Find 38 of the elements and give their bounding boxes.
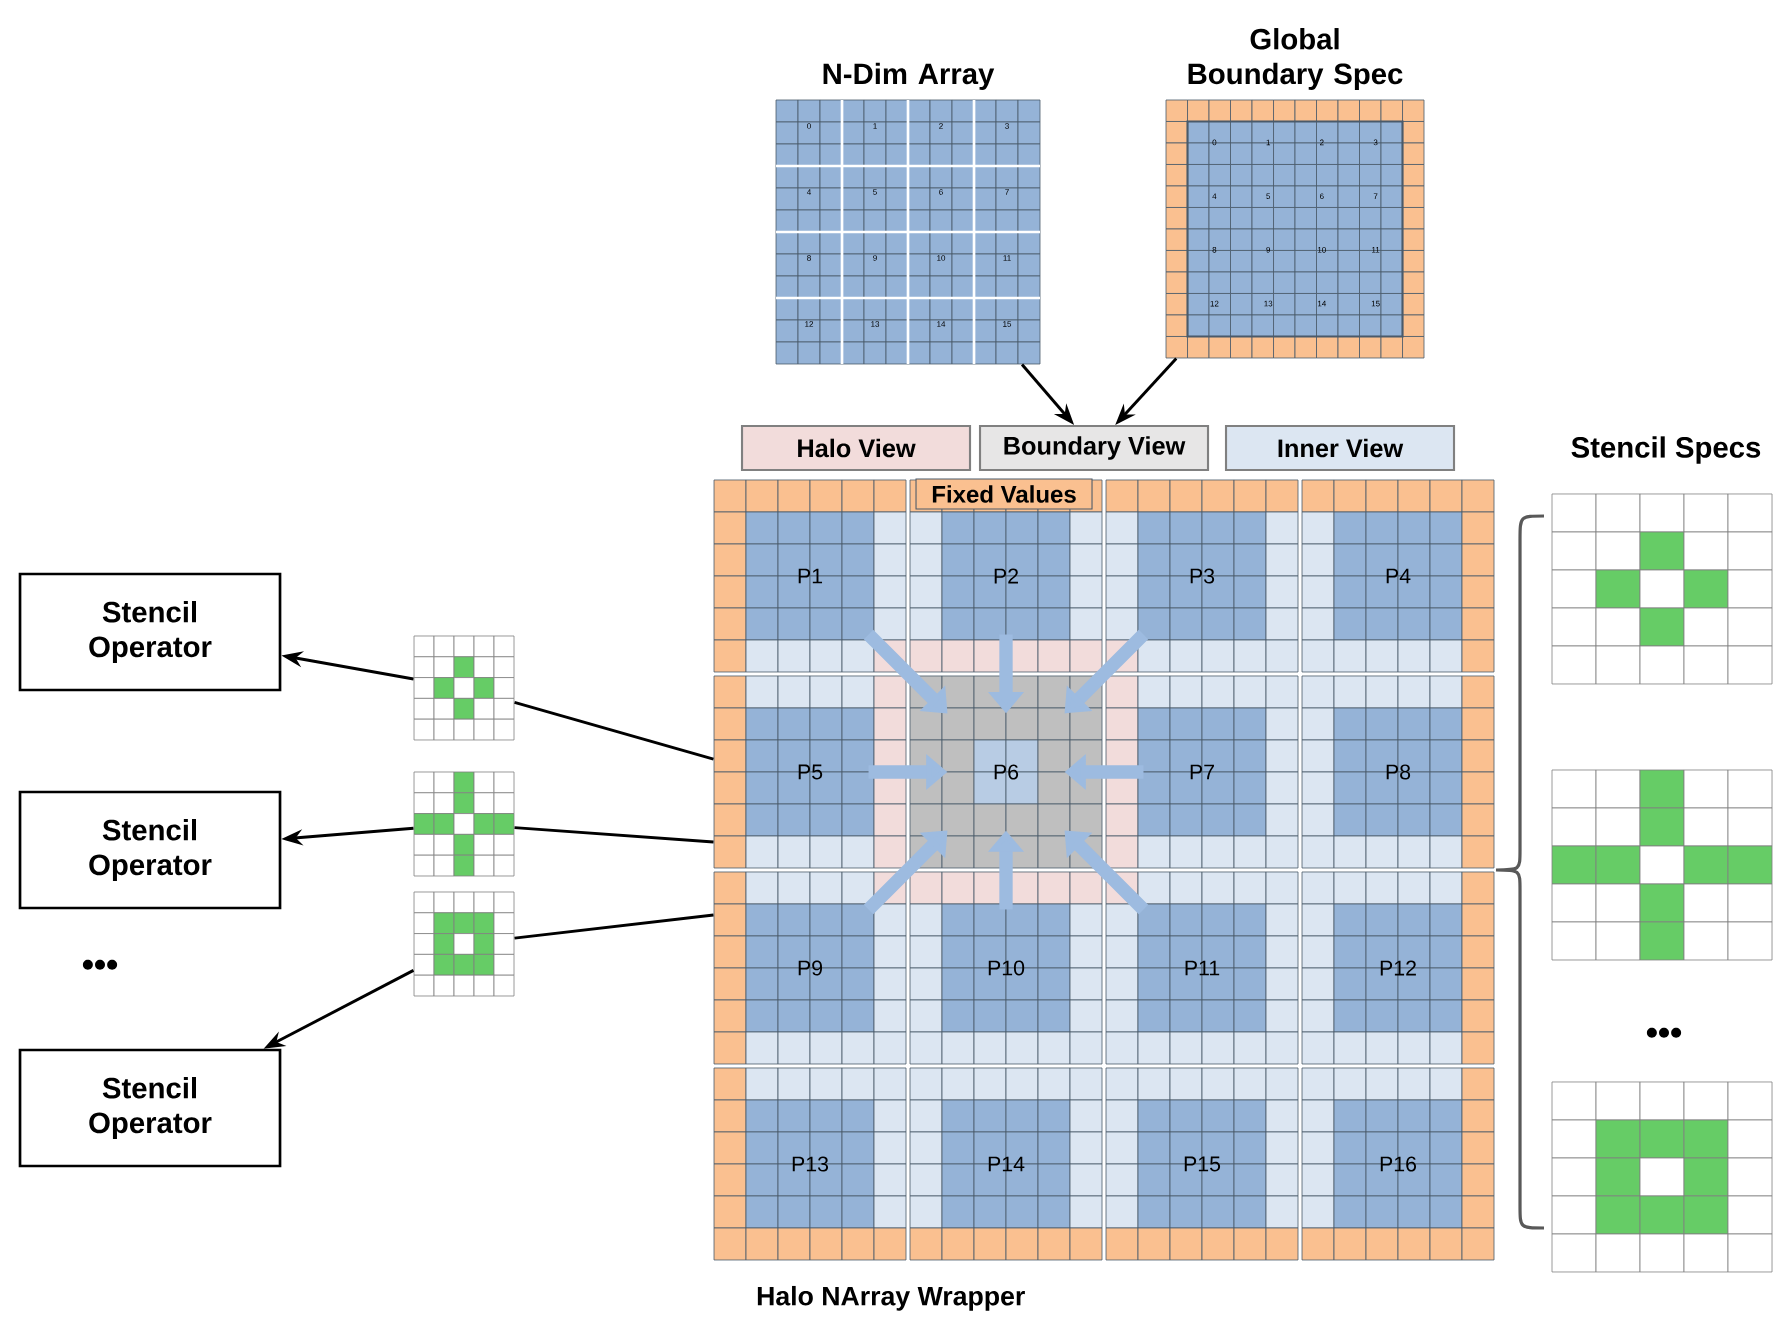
block-arrow xyxy=(1064,830,1149,915)
partition-label: P11 xyxy=(1185,960,1220,976)
connector-line xyxy=(514,913,714,940)
partition-label: P5 xyxy=(798,764,823,780)
array-heading: Global Boundary Spec xyxy=(1188,28,1403,90)
operator-box: Stencil Operator xyxy=(18,790,282,910)
stencil-drawing xyxy=(413,635,515,741)
view-tab: Inner View xyxy=(1224,424,1456,472)
connector-line xyxy=(514,700,714,761)
block-arrow xyxy=(863,629,948,714)
partition-label: P14 xyxy=(988,1156,1025,1172)
stencil-drawing xyxy=(413,771,515,877)
stencil-drawing xyxy=(413,891,515,997)
array-heading: N-Dim Array xyxy=(823,62,995,90)
partition-label: P7 xyxy=(1190,764,1214,780)
partition-label: P15 xyxy=(1184,1156,1221,1172)
partition-label: P8 xyxy=(1386,764,1411,780)
partition-label: P12 xyxy=(1380,960,1416,976)
operator-box: Stencil Operator xyxy=(18,572,282,692)
ellipsis: ••• xyxy=(82,959,118,970)
view-tab: Halo View xyxy=(740,424,972,472)
block-arrow xyxy=(1064,629,1149,714)
partition-label: P16 xyxy=(1380,1156,1417,1172)
partition-label: P1 xyxy=(798,568,823,584)
partition-label: P10 xyxy=(988,960,1025,976)
ellipsis: ••• xyxy=(1646,1027,1682,1038)
section-heading: Stencil Specs xyxy=(1571,436,1761,464)
partition-label: P3 xyxy=(1190,568,1215,584)
connector-line xyxy=(514,826,714,844)
partition-label: P4 xyxy=(1386,568,1411,584)
view-tab: Boundary View xyxy=(978,424,1210,472)
partition-label: P2 xyxy=(994,568,1018,584)
operator-box: Stencil Operator xyxy=(18,1048,282,1168)
partition-label: P13 xyxy=(792,1156,829,1172)
grid-caption: Halo NArray Wrapper xyxy=(757,1285,1025,1311)
partition-label: P9 xyxy=(798,960,823,976)
block-arrow xyxy=(863,830,948,915)
partition-label: P6 xyxy=(994,764,1019,780)
